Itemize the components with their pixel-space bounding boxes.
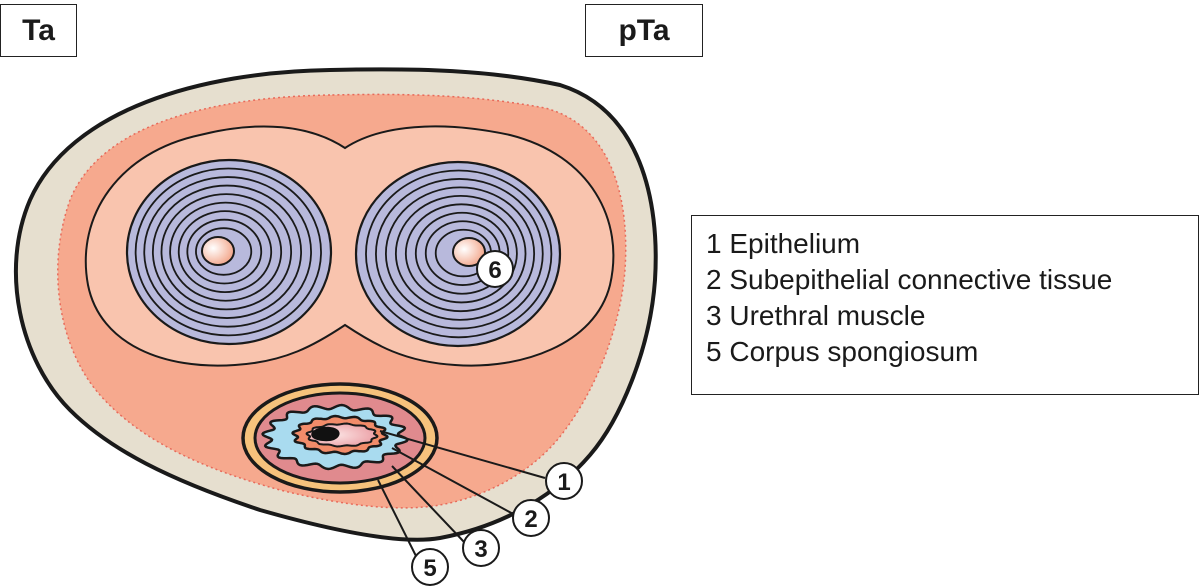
callout-5-circle bbox=[411, 548, 449, 586]
stage-label-ta: Ta bbox=[0, 4, 77, 57]
stage-label-pta-text: pTa bbox=[618, 13, 670, 47]
callout-3-circle bbox=[462, 529, 500, 567]
callout-2-circle bbox=[512, 499, 550, 537]
callout-1-number: 1 bbox=[557, 469, 570, 496]
legend-item-subepithelial-connective-tissue: 2 Subepithelial connective tissue bbox=[706, 264, 1113, 295]
callout-2-number: 2 bbox=[524, 506, 537, 533]
leader-line-1 bbox=[379, 430, 546, 479]
right-corpus-cavernosum bbox=[354, 160, 562, 348]
callout-6: 6 bbox=[476, 250, 514, 288]
callout-6-circle bbox=[476, 250, 514, 288]
legend-item-corpus-spongiosum: 5 Corpus spongiosum bbox=[706, 336, 979, 367]
callout-2: 2 bbox=[512, 499, 550, 537]
leader-line-2 bbox=[391, 447, 516, 516]
callout-6-number: 6 bbox=[488, 257, 501, 284]
callout-leader-lines bbox=[377, 430, 546, 559]
left-deep-artery bbox=[201, 236, 235, 266]
callout-1: 1 bbox=[545, 462, 583, 500]
callout-3-number: 3 bbox=[474, 536, 487, 563]
urethra-complex bbox=[241, 382, 439, 494]
left-corpus-cavernosum bbox=[125, 158, 333, 346]
legend-box: 1 Epithelium 2 Subepithelial connective … bbox=[691, 215, 1199, 395]
callout-3: 3 bbox=[462, 529, 500, 567]
lumen-dark-spot bbox=[311, 426, 340, 442]
callout-5-number: 5 bbox=[423, 555, 436, 582]
callout-1-circle bbox=[545, 462, 583, 500]
legend-item-epithelium: 1 Epithelium bbox=[706, 228, 861, 259]
stage-label-pta: pTa bbox=[585, 4, 703, 57]
legend-item-urethral-muscle: 3 Urethral muscle bbox=[706, 300, 926, 331]
leader-line-3 bbox=[391, 465, 466, 544]
stage-label-ta-text: Ta bbox=[22, 13, 55, 47]
right-deep-artery bbox=[452, 237, 486, 267]
callout-5: 5 bbox=[411, 548, 449, 586]
leader-line-5 bbox=[377, 479, 418, 559]
